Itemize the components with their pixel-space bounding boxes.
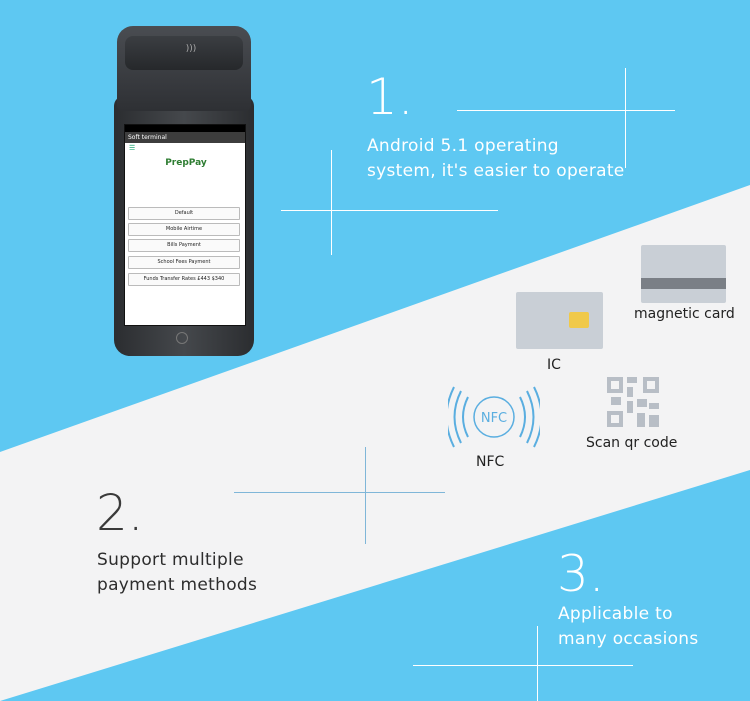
menu-button-default[interactable]: Default: [128, 207, 240, 220]
decor-line-v3: [365, 447, 366, 544]
magnetic-stripe: [641, 278, 726, 289]
feature-2-line-1: Support multiple: [97, 550, 244, 570]
paper-slot: ))): [125, 36, 243, 70]
home-button[interactable]: [176, 332, 188, 344]
feature-2-number: 2.: [96, 484, 144, 542]
feature-2-description: Support multiple payment methods: [97, 548, 257, 598]
nfc-label: NFC: [476, 454, 505, 470]
device-screen: Soft terminal ☰ PrepPay Default Mobile A…: [124, 124, 246, 326]
status-bar: [125, 125, 245, 132]
nfc-icon: NFC: [448, 386, 540, 448]
nfc-badge-text: NFC: [481, 411, 507, 426]
decor-line-h1: [457, 110, 675, 111]
feature-3-number: 3.: [557, 545, 605, 603]
decor-line-v1: [625, 68, 626, 168]
qr-label: Scan qr code: [586, 435, 678, 451]
feature-3-line-1: Applicable to: [558, 604, 673, 624]
chip-icon: [569, 312, 589, 328]
magnetic-card-label: magnetic card: [634, 306, 735, 322]
printer-head: ))): [117, 26, 251, 111]
feature-1-description: Android 5.1 operating system, it's easie…: [367, 134, 625, 184]
feature-1-number: 1.: [366, 68, 414, 126]
device-body: Soft terminal ☰ PrepPay Default Mobile A…: [114, 96, 254, 356]
feature-1-line-2: system, it's easier to operate: [367, 161, 625, 181]
feature-3-line-2: many occasions: [558, 629, 699, 649]
decor-line-h2: [281, 210, 498, 211]
ic-label: IC: [547, 357, 561, 373]
app-logo: PrepPay: [165, 158, 207, 168]
feature-1-line-1: Android 5.1 operating: [367, 136, 559, 156]
feature-2-line-2: payment methods: [97, 575, 258, 595]
pos-terminal: Soft terminal ☰ PrepPay Default Mobile A…: [114, 26, 254, 356]
decor-line-v4: [537, 626, 538, 701]
feature-3-description: Applicable to many occasions: [558, 602, 699, 652]
menu-button-funds-transfer[interactable]: Funds Transfer Rates £443 $340: [128, 273, 240, 286]
decor-line-h3: [234, 492, 445, 493]
magnetic-card-icon: [641, 245, 726, 303]
app-title-bar: Soft terminal: [125, 132, 245, 143]
decor-line-h4: [413, 665, 633, 666]
menu-button-bills-payment[interactable]: Bills Payment: [128, 239, 240, 252]
contactless-mark-icon: ))): [185, 44, 197, 54]
menu-button-mobile-airtime[interactable]: Mobile Airtime: [128, 223, 240, 236]
menu-icon[interactable]: ☰: [129, 144, 136, 152]
menu-button-school-fees[interactable]: School Fees Payment: [128, 256, 240, 269]
qr-code-icon: [607, 377, 659, 427]
ic-card-icon: [516, 292, 603, 349]
decor-line-v2: [331, 150, 332, 255]
